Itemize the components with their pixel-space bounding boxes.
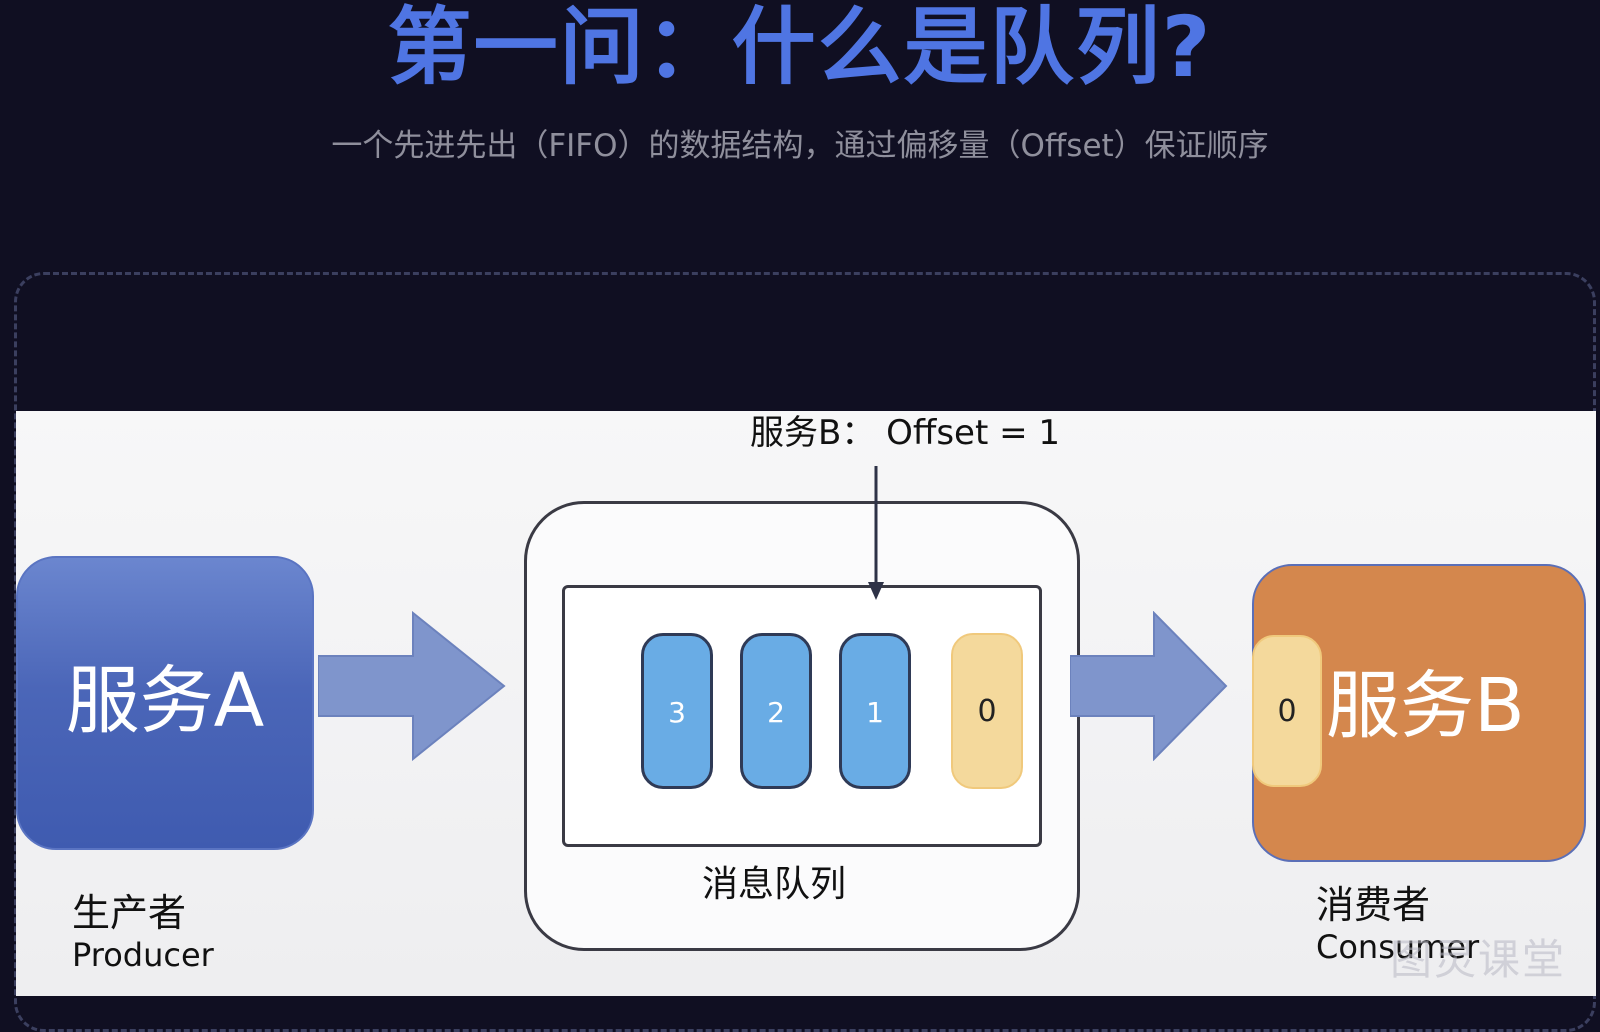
offset-pointer-arrow: [868, 466, 884, 600]
page-title: 第一问：什么是队列?: [387, 0, 1213, 96]
producer-label: 服务A: [65, 658, 265, 744]
producer-caption-cn: 生产者: [72, 891, 187, 935]
producer-box: [16, 556, 314, 850]
message-1: 1: [839, 633, 911, 789]
watermark: 图灵课堂: [1390, 935, 1567, 984]
consumer-label: 服务B: [1326, 663, 1525, 749]
producer-caption-en: Producer: [72, 936, 214, 974]
message-0: 0: [951, 633, 1023, 789]
consumed-message-0: 0: [1252, 635, 1322, 787]
consumer-caption-cn: 消费者: [1316, 883, 1431, 927]
diagram-panel: 服务A 3 2 1 0 服务B： Offset = 1 消息队列 0 服务B 生…: [16, 411, 1596, 996]
arrow-producer-to-queue: [318, 611, 506, 761]
offset-pointer-label: 服务B： Offset = 1: [750, 413, 1061, 453]
message-3: 3: [641, 633, 713, 789]
page-subtitle: 一个先进先出（FIFO）的数据结构，通过偏移量（Offset）保证顺序: [331, 128, 1269, 164]
queue-caption: 消息队列: [702, 864, 847, 905]
message-2: 2: [740, 633, 812, 789]
arrow-queue-to-consumer: [1070, 611, 1228, 761]
consumer-caption-en: Consumer: [1316, 928, 1480, 966]
